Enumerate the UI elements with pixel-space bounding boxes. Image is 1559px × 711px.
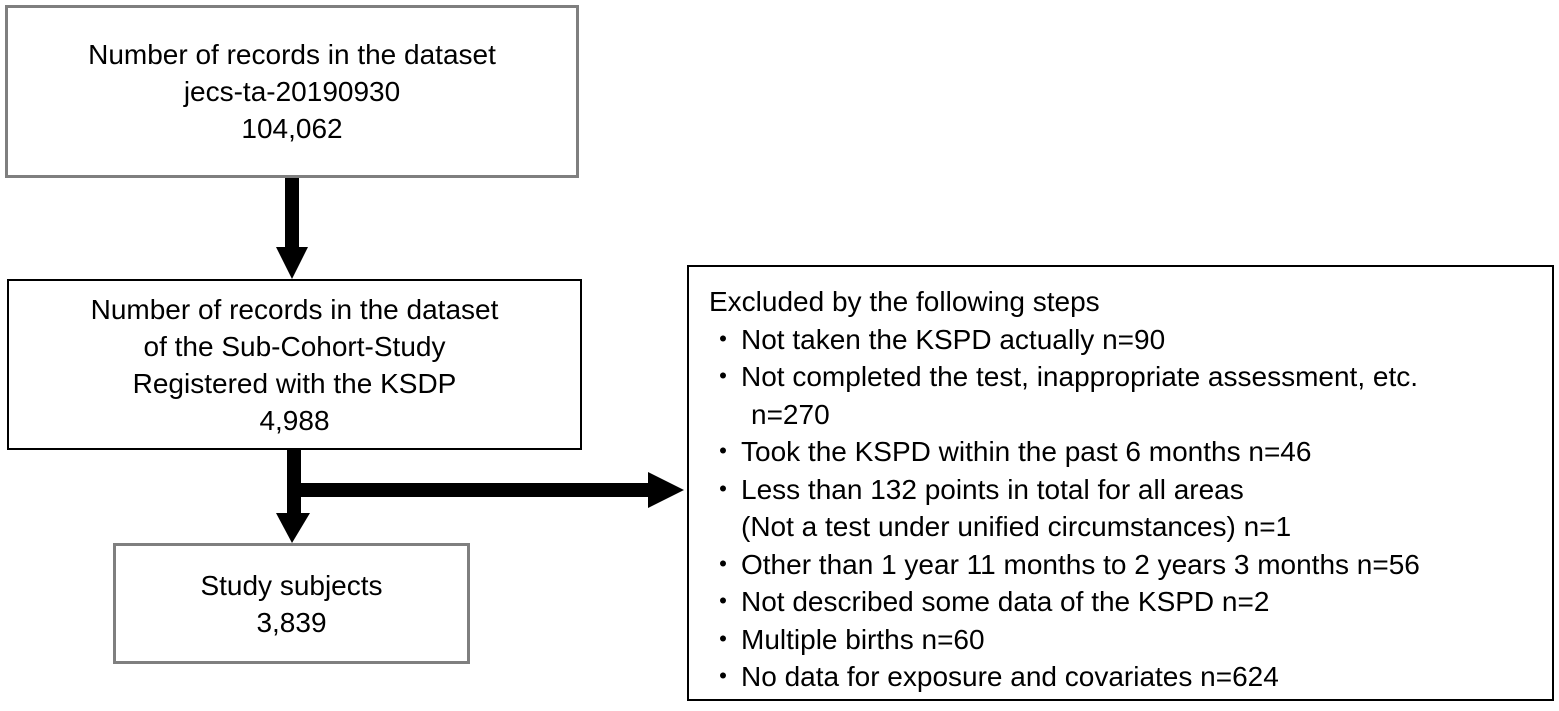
exclusion-item-text: Not described some data of the KSPD n=2 [741, 586, 1270, 617]
exclusions-title: Excluded by the following steps [709, 286, 1100, 317]
exclusion-item-text: Not taken the KSPD actually n=90 [741, 323, 1166, 355]
records-dataset-line-2: jecs-ta-20190930 [183, 76, 401, 107]
exclusion-item-text: Other than 1 year 11 months to 2 years 3… [741, 548, 1420, 580]
subcohort-line-1: Number of records in the dataset [90, 293, 499, 325]
subcohort-line-2: of the Sub-Cohort-Study [143, 330, 446, 362]
exclusion-item-text: Multiple births n=60 [741, 623, 985, 655]
bullet-icon: ・ [709, 623, 738, 655]
arrow-total-to-subcohort [276, 178, 308, 279]
arrow-subcohort-to-study [276, 450, 310, 543]
exclusion-item: ・No data for exposure and covariates n=6… [709, 658, 1542, 696]
study-subjects-box: Study subjects 3,839 [113, 543, 470, 664]
exclusions-box: Excluded by the following steps ・Not tak… [687, 265, 1554, 701]
exclusion-item-text: Not completed the test, inappropriate as… [741, 361, 1419, 392]
records-dataset-line-1: Number of records in the dataset [88, 39, 496, 70]
bullet-icon: ・ [709, 473, 738, 505]
bullet-icon: ・ [709, 436, 738, 467]
exclusion-item: ・Multiple births n=60 [709, 621, 1542, 659]
exclusion-item: ・Not described some data of the KSPD n=2 [709, 583, 1542, 621]
bullet-icon: ・ [709, 323, 738, 355]
exclusion-item: ・Took the KSPD within the past 6 months … [709, 433, 1542, 471]
records-dataset-count: 104,062 [241, 113, 343, 144]
exclusion-item: ・Less than 132 points in total for all a… [709, 471, 1542, 509]
exclusion-item-text: Less than 132 points in total for all ar… [741, 473, 1244, 505]
exclusion-item-text: Took the KSPD within the past 6 months n… [741, 436, 1312, 467]
bullet-icon: ・ [709, 548, 738, 580]
exclusion-item-continuation: (Not a test under unified circumstances)… [741, 511, 1292, 542]
arrow-to-exclusions [299, 472, 684, 508]
bullet-icon: ・ [709, 361, 738, 392]
subcohort-dataset-box: Number of records in the dataset of the … [7, 279, 582, 450]
exclusion-item-text: No data for exposure and covariates n=62… [741, 661, 1279, 692]
exclusion-item: ・Not taken the KSPD actually n=90 [709, 321, 1542, 359]
exclusion-item: ・Other than 1 year 11 months to 2 years … [709, 546, 1542, 584]
study-subjects-label: Study subjects [200, 569, 383, 601]
bullet-icon: ・ [709, 661, 738, 692]
subcohort-line-3: Registered with the KSDP [132, 367, 457, 399]
bullet-icon: ・ [709, 586, 738, 617]
exclusion-item: ・Not completed the test, inappropriate a… [709, 358, 1542, 396]
study-subjects-count: 3,839 [256, 606, 327, 638]
subcohort-count: 4,988 [259, 404, 330, 436]
records-dataset-box: Number of records in the dataset jecs-ta… [5, 5, 579, 178]
exclusion-item-continuation: n=270 [751, 398, 830, 430]
